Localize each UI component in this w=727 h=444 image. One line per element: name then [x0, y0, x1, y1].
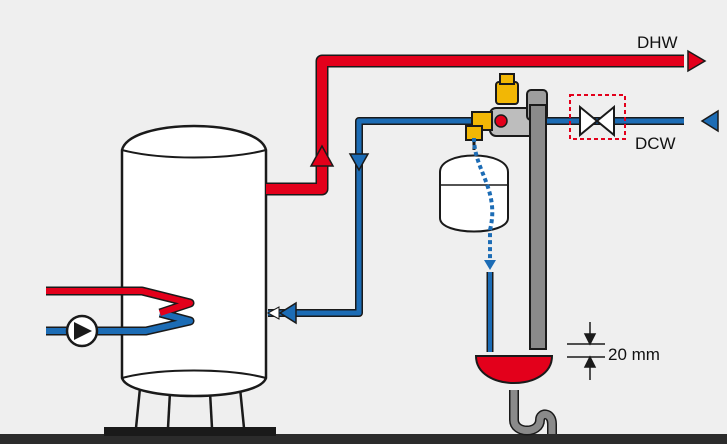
tank-bottom-seam [121, 369, 267, 379]
tundish-icon [474, 355, 554, 384]
floor [0, 434, 727, 444]
discharge-dotted-line [472, 137, 495, 268]
flow-arrow-icon [266, 306, 280, 320]
coil-bend-fill [159, 300, 191, 316]
drain-pipe [529, 104, 547, 350]
storage-tank [120, 124, 268, 398]
gate-valve-icon [579, 104, 615, 138]
flow-arrow-icon [687, 49, 707, 73]
tank-top-seam [121, 149, 267, 159]
flow-arrow-icon [348, 153, 370, 172]
flow-arrow-icon [700, 109, 719, 133]
pump-icon [65, 314, 99, 348]
flow-arrow-icon [484, 260, 496, 270]
valve-dashed-box [569, 94, 626, 140]
flow-arrow-icon [278, 301, 297, 325]
flow-arrow-icon [309, 144, 335, 167]
trap-pipe-fill [510, 390, 556, 434]
air-gap-label: 20 mm [608, 345, 660, 364]
air-gap-dimension [567, 322, 605, 380]
dcw-label: DCW [635, 134, 676, 153]
expansion-vessel-icon [439, 154, 509, 233]
dhw-label: DHW [637, 33, 678, 52]
tank-base-plate [104, 427, 276, 436]
tank-legs [134, 387, 246, 429]
dhw-pipe-fill [266, 56, 684, 194]
